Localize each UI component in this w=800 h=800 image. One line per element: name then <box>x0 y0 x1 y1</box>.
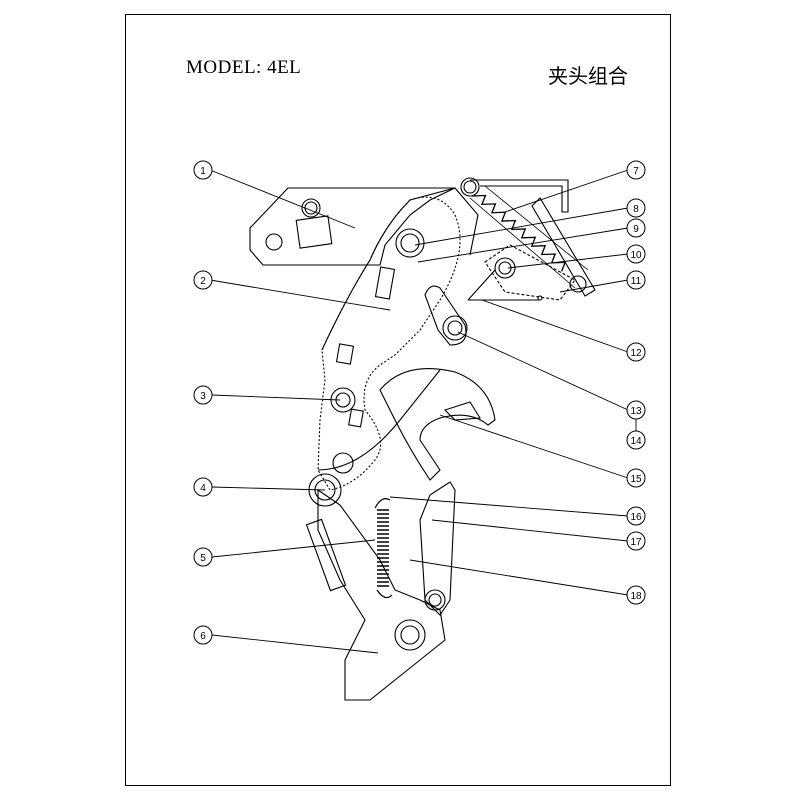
spring-housing-bracket <box>470 179 596 297</box>
callout-7: 7 <box>626 160 646 180</box>
callout-4: 4 <box>193 477 213 497</box>
svg-text:17: 17 <box>630 537 642 548</box>
callout-12: 12 <box>626 342 646 362</box>
callout-15: 15 <box>626 468 646 488</box>
callout-3: 3 <box>193 385 213 405</box>
svg-text:12: 12 <box>630 348 642 359</box>
callout-6: 6 <box>193 625 213 645</box>
pivot-pin-lower <box>332 452 354 474</box>
svg-text:10: 10 <box>630 250 642 261</box>
svg-text:7: 7 <box>633 166 639 177</box>
svg-text:3: 3 <box>200 391 206 402</box>
upper-spring <box>460 177 589 293</box>
slot-pin-13 <box>424 285 468 346</box>
svg-text:18: 18 <box>630 591 642 602</box>
svg-text:6: 6 <box>200 631 206 642</box>
callout-8: 8 <box>626 198 646 218</box>
callout-2: 2 <box>193 270 213 290</box>
callout-16: 16 <box>626 506 646 526</box>
drawing-border <box>125 14 671 786</box>
svg-text:2: 2 <box>200 276 206 287</box>
svg-text:1: 1 <box>200 166 206 177</box>
lower-spring <box>374 498 393 599</box>
callout-11: 11 <box>626 270 646 290</box>
callout-5: 5 <box>193 547 213 567</box>
svg-text:9: 9 <box>633 224 639 235</box>
model-label: MODEL: 4EL <box>186 57 302 78</box>
svg-text:4: 4 <box>200 483 206 494</box>
callout-17: 17 <box>626 531 646 551</box>
assembly-title: 夹头组合 <box>548 64 628 88</box>
callout-13: 13 <box>626 400 646 420</box>
svg-text:14: 14 <box>630 436 642 447</box>
callout-18: 18 <box>626 585 646 605</box>
svg-text:16: 16 <box>630 512 642 523</box>
svg-text:11: 11 <box>631 276 642 287</box>
svg-text:5: 5 <box>200 553 206 564</box>
callout-1: 1 <box>193 160 213 180</box>
svg-text:13: 13 <box>630 406 642 417</box>
hook-jaw <box>379 368 496 481</box>
lower-jaw <box>419 481 456 616</box>
svg-text:8: 8 <box>633 204 639 215</box>
svg-text:15: 15 <box>630 474 642 485</box>
lower-lever <box>305 488 446 701</box>
callout-14: 14 <box>626 430 646 450</box>
callout-9: 9 <box>626 218 646 238</box>
main-arm <box>317 187 479 491</box>
leader-lines <box>209 169 637 654</box>
callout-10: 10 <box>626 244 646 264</box>
